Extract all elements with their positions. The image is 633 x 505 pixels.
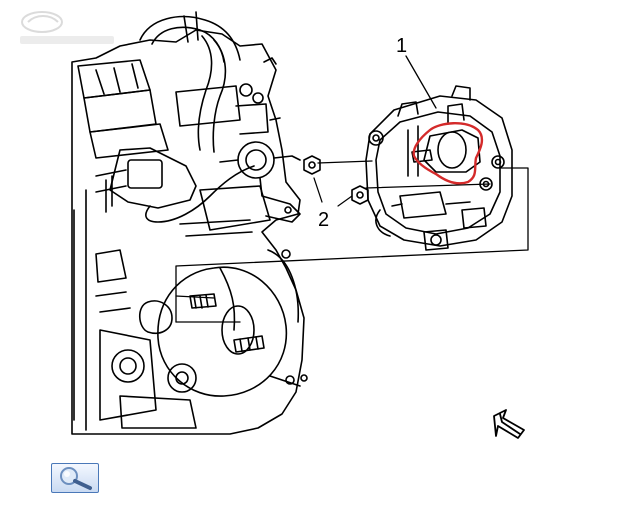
- arrow-icon: [493, 409, 525, 439]
- callout-label-1: 1: [396, 35, 408, 57]
- callout-1-leader: [405, 55, 437, 109]
- magnifier-icon: [60, 467, 92, 490]
- injection-pump: [365, 85, 513, 251]
- zoom-button[interactable]: [51, 463, 99, 493]
- callout-2-leader-a: [313, 177, 323, 203]
- callout-2-leader-b: [337, 195, 353, 207]
- watermark-logo: [20, 11, 114, 44]
- nuts-part-2: [303, 155, 369, 205]
- highlight-outline: [412, 122, 484, 185]
- callout-label-2: 2: [318, 209, 330, 231]
- engine-block: [71, 11, 308, 435]
- leader-lines: [175, 160, 529, 323]
